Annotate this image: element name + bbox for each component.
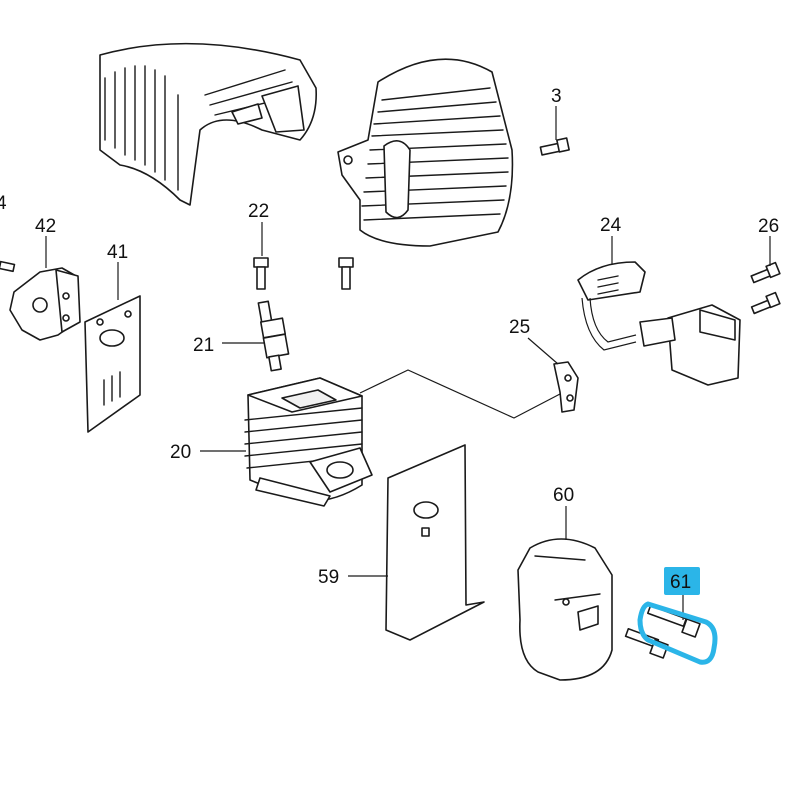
callout-24: 24 <box>600 215 622 236</box>
bolt-61[interactable] <box>646 604 701 638</box>
callout-20: 20 <box>170 442 191 463</box>
highlight-label-box <box>664 567 700 595</box>
gasket-plate-41[interactable] <box>84 295 141 433</box>
callout-4: 4 <box>0 193 7 214</box>
cylinder-cover[interactable] <box>337 58 514 247</box>
callout-59: 59 <box>318 567 339 588</box>
callout-26: 26 <box>758 216 779 237</box>
callout-61: 61 <box>670 572 691 593</box>
cylinder-20[interactable] <box>244 377 373 507</box>
bolt-26-b[interactable] <box>750 291 781 315</box>
engine-cover[interactable] <box>99 42 317 206</box>
callout-labels: 4 42 41 22 21 20 3 24 26 25 59 60 61 <box>0 86 779 593</box>
callout-41: 41 <box>107 242 128 263</box>
callout-60: 60 <box>553 485 574 506</box>
callout-22: 22 <box>248 201 269 222</box>
heat-shield-59[interactable] <box>385 444 485 641</box>
callout-21: 21 <box>193 335 214 356</box>
ignition-coil[interactable] <box>577 261 741 386</box>
screw-22-b[interactable] <box>338 257 354 290</box>
callout-42: 42 <box>35 216 56 237</box>
bolt-4[interactable] <box>0 260 16 273</box>
highlight-61 <box>637 567 718 665</box>
bolt-26[interactable] <box>750 261 781 284</box>
screw-22[interactable] <box>253 257 269 290</box>
carburetor-bracket-42[interactable] <box>9 267 81 341</box>
callout-3: 3 <box>551 86 562 107</box>
highlight-outline <box>637 601 718 665</box>
muffler-60[interactable] <box>517 538 613 681</box>
clip-25[interactable] <box>553 361 579 413</box>
callout-25: 25 <box>509 317 530 338</box>
screw-3[interactable] <box>539 137 570 156</box>
spark-plug-21[interactable] <box>257 300 290 372</box>
